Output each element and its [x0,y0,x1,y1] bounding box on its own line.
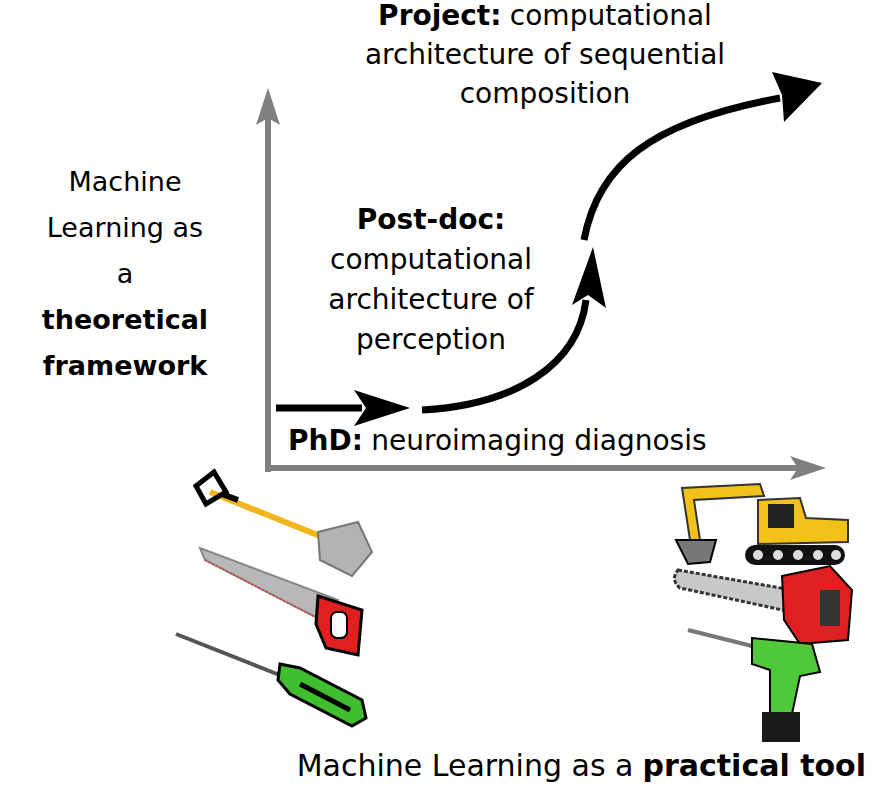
trajectory-arrow [276,72,822,426]
screwdriver-icon [176,634,366,726]
phd-text-group: PhD:neuroimaging diagnosis [288,421,707,461]
bold-label: practical tool [642,748,866,783]
bold-label: Post-doc: [301,200,561,240]
label: Machine Learning as a [297,748,634,783]
label: Machine Learning as a [40,159,210,297]
bold-label: Project: [378,0,501,32]
xaxis-text-group: Machine Learning as apractical tool [297,746,866,786]
label: computational architecture of perception [301,240,561,360]
postdoc-text-group: Post-doc:computational architecture of p… [301,200,561,360]
yaxis-text-group: Machine Learning as atheoretical framewo… [0,159,250,389]
axes [256,88,826,480]
bold-label: theoretical framework [0,297,250,389]
drill-icon [688,630,820,742]
excavator-icon [676,484,848,565]
saw-icon [200,548,362,655]
label: neuroimaging diagnosis [371,424,706,457]
bold-label: PhD: [288,424,363,457]
project-text-group: Project:computational architecture of se… [345,0,745,113]
